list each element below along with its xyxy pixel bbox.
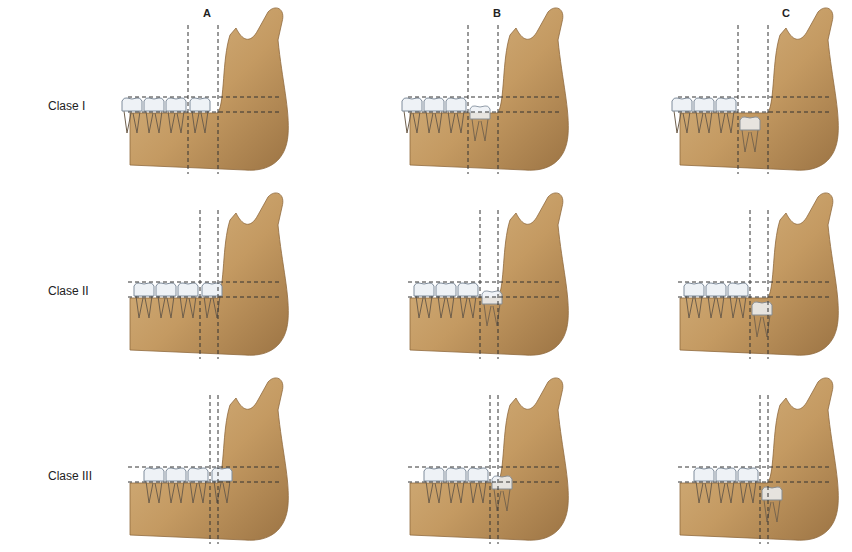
column-letter: B bbox=[493, 7, 501, 19]
column-letter: C bbox=[782, 7, 790, 19]
row-label: Clase II bbox=[48, 284, 89, 298]
row-label: Clase I bbox=[48, 99, 85, 113]
column-letter: A bbox=[203, 7, 211, 19]
row-label: Clase III bbox=[48, 469, 92, 483]
